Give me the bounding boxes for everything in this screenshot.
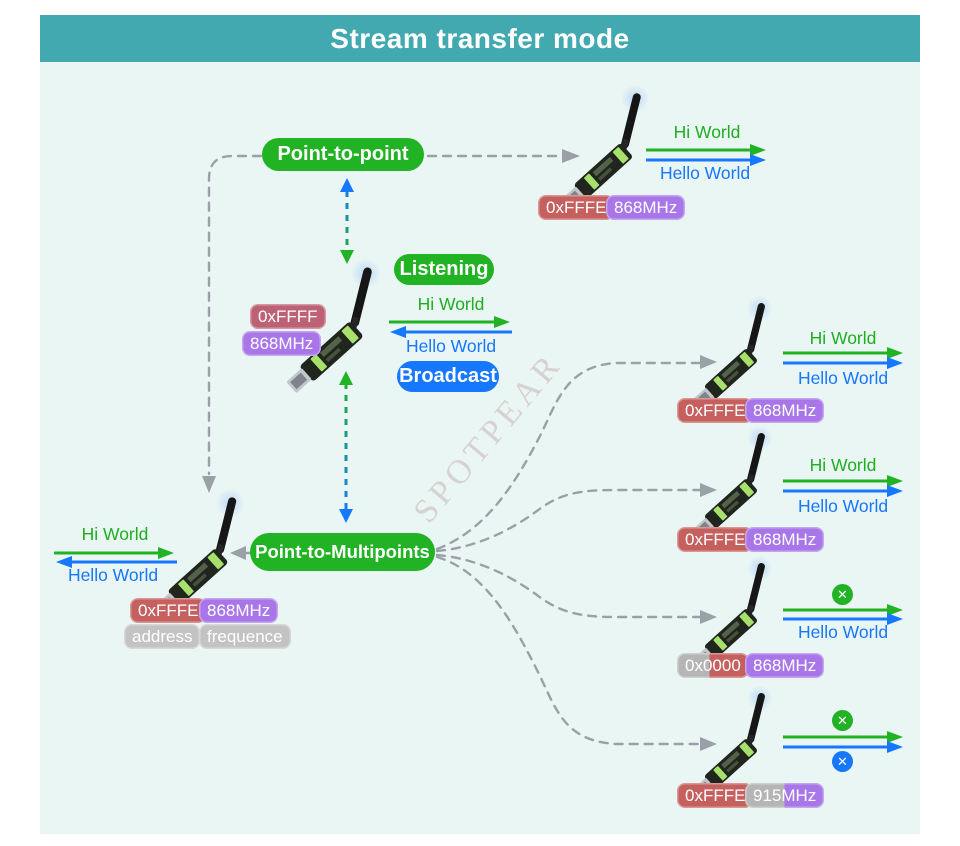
- arrowhead-down-icon: [340, 250, 354, 264]
- hi-world-label: Hi World: [417, 294, 485, 314]
- blocked-x-icon: ✕: [832, 751, 853, 772]
- dongle-top-right: [559, 84, 650, 212]
- address-tag: 0xFFFE: [538, 195, 615, 220]
- address-tag: 0xFFFE: [130, 598, 207, 623]
- connector-p2m-to-right4: [435, 555, 702, 746]
- address-legend-tag: address: [124, 624, 201, 649]
- hello-world-label: Hello World: [659, 163, 751, 183]
- dashed-connectors: [207, 154, 702, 746]
- mode-listening: Listening: [394, 254, 494, 285]
- dongle-right-1: [691, 295, 773, 411]
- frequency-tag: 868MHz: [745, 653, 825, 678]
- mode-point-to-point: Point-to-point: [262, 138, 424, 171]
- frequency-tag: 868MHz: [745, 527, 825, 552]
- page-title: Stream transfer mode: [330, 22, 630, 54]
- hello-world-label: Hello World: [797, 496, 889, 516]
- connector-p2p-to-bottomleft: [207, 154, 263, 476]
- frequency-tag: 868MHz: [745, 398, 825, 423]
- arrowhead-up-icon: [339, 371, 353, 385]
- address-tag: 0xFFFE: [677, 783, 754, 808]
- dashed-connector-arrowheads: [202, 149, 717, 751]
- arrowhead-right-icon: [700, 355, 717, 369]
- address-tag-mismatch: 0x0000: [677, 653, 749, 678]
- hello-world-label: Hello World: [797, 368, 889, 388]
- arrowhead-right-icon: [700, 737, 717, 751]
- connector-p2m-to-right1: [435, 361, 702, 551]
- blocked-x-icon: ✕: [832, 584, 853, 605]
- frequency-tag: 868MHz: [606, 195, 686, 220]
- hi-world-label: Hi World: [809, 328, 877, 348]
- mode-link-arrows: [339, 178, 354, 523]
- address-tag: 0xFFFE: [677, 527, 754, 552]
- arrowhead-left-icon: [230, 546, 246, 560]
- hi-world-arrows: [54, 144, 903, 743]
- message-arrows: [54, 144, 903, 753]
- hello-world-label: Hello World: [405, 336, 497, 356]
- hello-world-label: Hello World: [797, 622, 889, 642]
- frequency-tag: 868MHz: [199, 598, 279, 623]
- connector-p2m-to-right2: [435, 488, 702, 553]
- arrowhead-up-icon: [340, 178, 354, 192]
- arrowhead-down-icon: [339, 509, 353, 523]
- usb-dongles: [153, 84, 773, 801]
- frequency-tag-mismatch: 915MHz: [745, 783, 825, 808]
- address-tag: 0xFFFE: [677, 398, 754, 423]
- arrowhead-right-icon: [562, 149, 580, 163]
- arrowhead-right-icon: [700, 610, 717, 624]
- connector-p2m-to-right3: [435, 553, 702, 619]
- hi-world-label: Hi World: [809, 455, 877, 475]
- hello-world-label: Hello World: [67, 565, 159, 585]
- diagram-background: [40, 62, 920, 834]
- hello-world-arrows: [56, 154, 903, 753]
- arrowhead-down-icon: [202, 476, 216, 493]
- hi-world-label: Hi World: [673, 122, 741, 142]
- mode-point-to-multipoints: Point-to-Multipoints: [250, 533, 435, 571]
- address-tag: 0xFFFF: [250, 304, 326, 329]
- hi-world-label: Hi World: [81, 524, 149, 544]
- frequency-tag: 868MHz: [242, 331, 322, 356]
- mode-broadcast: Broadcast: [397, 361, 499, 392]
- header-bar: Stream transfer mode: [40, 15, 920, 62]
- blocked-x-icon: ✕: [832, 710, 853, 731]
- frequence-legend-tag: frequence: [199, 624, 291, 649]
- arrowhead-right-icon: [700, 483, 717, 497]
- dongle-right-2: [691, 425, 773, 541]
